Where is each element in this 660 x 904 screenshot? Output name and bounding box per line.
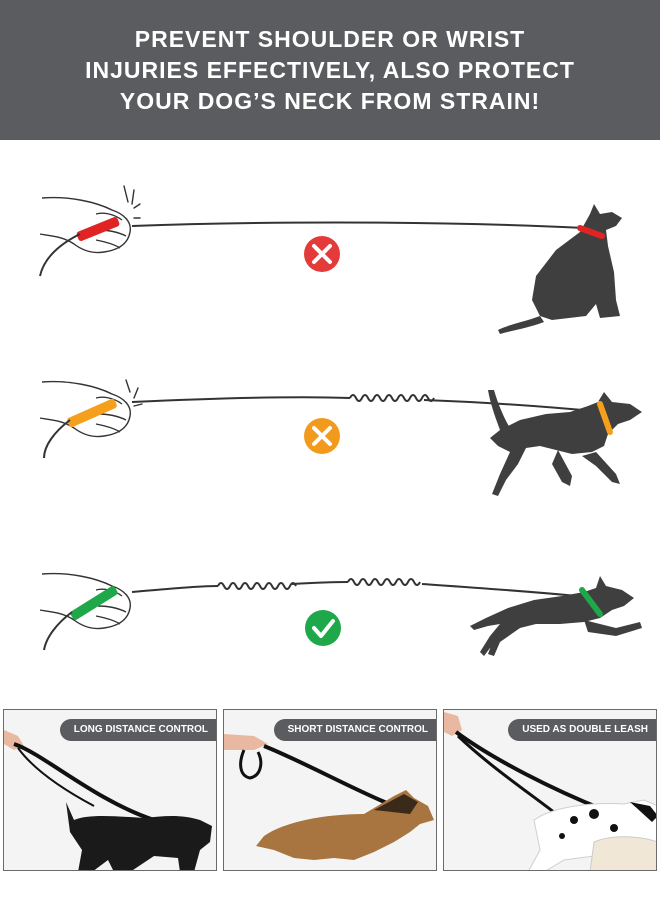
row-single-bungee-leash bbox=[39, 379, 642, 496]
cross-icon bbox=[304, 418, 340, 454]
hand-icon bbox=[39, 185, 141, 254]
leash-photo bbox=[454, 730, 605, 812]
leash-tail bbox=[43, 419, 71, 459]
panel-label: SHORT DISTANCE CONTROL bbox=[273, 719, 436, 741]
panel-long-distance: LONG DISTANCE CONTROL bbox=[3, 709, 217, 871]
leash-grip bbox=[67, 398, 117, 428]
leash-tail bbox=[43, 611, 73, 651]
panel-short-distance: SHORT DISTANCE CONTROL bbox=[223, 709, 437, 871]
bungee-section bbox=[217, 582, 297, 590]
hand-icon bbox=[39, 572, 131, 630]
second-dog-photo bbox=[589, 836, 656, 870]
pulling-dog-icon bbox=[488, 390, 642, 496]
panel-label: LONG DISTANCE CONTROL bbox=[59, 719, 216, 741]
headline-line-3: YOUR DOG’S NECK FROM STRAIN! bbox=[119, 87, 541, 114]
leash-line bbox=[131, 581, 599, 599]
running-dog-icon bbox=[470, 576, 642, 656]
bungee-section bbox=[347, 578, 421, 586]
leash-tail bbox=[39, 233, 81, 277]
black-dog-photo bbox=[66, 802, 212, 870]
panel-label: USED AS DOUBLE LEASH bbox=[508, 719, 656, 741]
hand-photo bbox=[444, 712, 462, 736]
hand-photo bbox=[224, 734, 268, 750]
sitting-dog-icon bbox=[498, 204, 622, 334]
leash-grip bbox=[76, 217, 120, 241]
bungee-section bbox=[349, 394, 435, 402]
leash-photo bbox=[13, 742, 155, 822]
check-icon bbox=[305, 610, 341, 646]
headline-line-1: PREVENT SHOULDER OR WRIST bbox=[134, 25, 526, 52]
header-banner: PREVENT SHOULDER OR WRIST INJURIES EFFEC… bbox=[0, 0, 660, 140]
leash-grip bbox=[70, 586, 118, 620]
collar bbox=[579, 587, 603, 617]
collar bbox=[577, 225, 605, 239]
row-rigid-leash bbox=[39, 185, 622, 334]
headline-line-2: INJURIES EFFECTIVELY, ALSO PROTECT bbox=[85, 56, 575, 83]
panel-double-leash: USED AS DOUBLE LEASH bbox=[443, 709, 657, 871]
cross-icon bbox=[304, 236, 340, 272]
leash-comparison-illustration bbox=[39, 185, 642, 656]
leash-line bbox=[131, 221, 585, 229]
row-double-bungee-leash bbox=[39, 572, 642, 656]
collar bbox=[597, 401, 613, 435]
leash-photo bbox=[263, 744, 395, 808]
